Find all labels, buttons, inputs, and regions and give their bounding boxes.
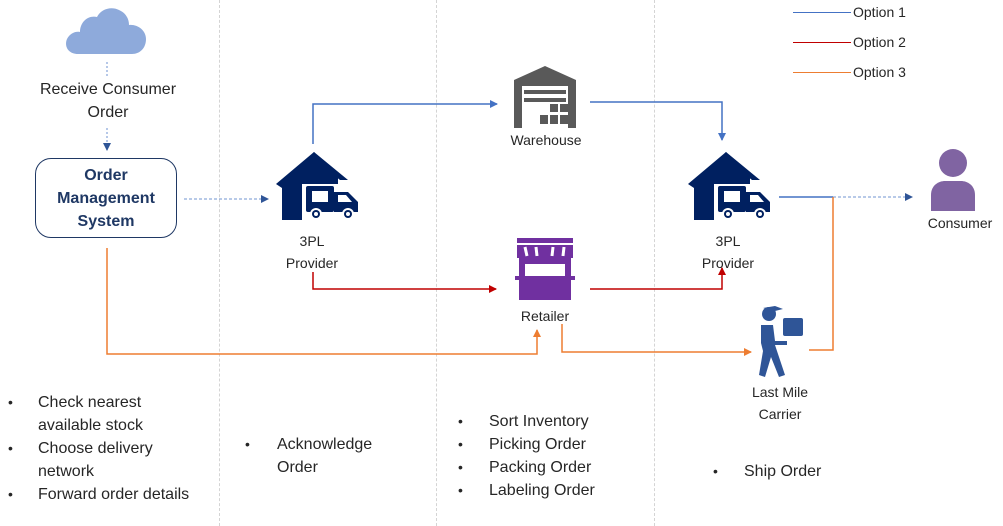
bullet: • (8, 486, 13, 502)
oms-tasks-list: • Check nearest available stock • Choose de… (8, 391, 218, 506)
last-mile-carrier-icon (759, 306, 803, 377)
bullet: • (8, 440, 13, 456)
option3-retailer-to-carrier (561, 324, 752, 356)
list-item: • Picking Order (458, 433, 648, 456)
legend-item-option-1: Option 1 (793, 4, 906, 20)
bullet-text: Picking Order (489, 436, 586, 453)
legend-line-option-2 (793, 41, 851, 43)
retailer-label: Retailer (520, 308, 570, 324)
list-item: • Choose delivery network (8, 437, 218, 483)
legend-label: Option 2 (853, 34, 906, 50)
carrier-line1: Last Mile (751, 384, 809, 400)
list-item: • Labeling Order (458, 479, 648, 502)
3pl-provider-label: 3PL Provider (262, 230, 362, 274)
list-item: • Packing Order (458, 456, 648, 479)
last-mile-carrier-label: Last Mile Carrier (730, 381, 830, 425)
oms-line2: Management (57, 189, 155, 207)
receive-order-line1: Receive Consumer (39, 81, 177, 98)
legend-label: Option 1 (853, 4, 906, 20)
oms-line3: System (77, 212, 135, 230)
retailer-storefront-icon (515, 238, 575, 300)
bullet: • (8, 394, 13, 410)
provider-line2: Provider (701, 255, 755, 271)
consumer-person-icon (931, 149, 975, 211)
bullet-text: Acknowledge (277, 436, 373, 453)
receive-order-line2: Order (87, 104, 129, 121)
bullet-text: Order (277, 459, 318, 476)
option1-warehouse-to-3pl (590, 101, 726, 141)
legend-label: Option 3 (853, 64, 906, 80)
bullet-text: Check nearest (38, 394, 142, 411)
bullet-text: Ship Order (744, 463, 822, 480)
bullet: • (458, 413, 463, 429)
warehouse-tasks-list: • Sort Inventory • Picking Order • Packing … (458, 410, 648, 502)
legend-item-option-3: Option 3 (793, 64, 906, 80)
cloud-icon (66, 8, 146, 54)
column-separator (654, 0, 655, 526)
oms-line1: Order (84, 166, 128, 184)
legend-line-option-1 (793, 11, 851, 13)
consumer-label: Consumer (927, 215, 993, 231)
bullet-text: available stock (38, 417, 143, 434)
option1-3pl-to-warehouse (312, 100, 498, 144)
3pl-provider-label: 3PL Provider (678, 230, 778, 274)
list-item: • Ship Order (713, 460, 893, 483)
bullet: • (458, 436, 463, 452)
bullet-text: network (38, 463, 95, 480)
bullet: • (458, 482, 463, 498)
warehouse-label: Warehouse (510, 132, 582, 148)
receive-order-label: Receive Consumer Order (20, 78, 196, 124)
provider-line1: 3PL (299, 233, 325, 249)
provider-line2: Provider (285, 255, 339, 271)
option2-3pl-to-retailer (312, 272, 497, 293)
legend-line-option-3 (793, 71, 851, 73)
bullet: • (458, 459, 463, 475)
column-separator (436, 0, 437, 526)
provider-line1: 3PL (715, 233, 741, 249)
3pl-provider-icon (276, 152, 358, 220)
legend-item-option-2: Option 2 (793, 34, 906, 50)
bullet-text: Choose delivery (38, 440, 153, 457)
list-item: • Forward order details (8, 483, 218, 506)
bullet: • (713, 463, 718, 479)
list-item: • Sort Inventory (458, 410, 648, 433)
bullet-text: Sort Inventory (489, 413, 589, 430)
bullet-text: Labeling Order (489, 482, 595, 499)
carrier-tasks-list: • Ship Order (713, 460, 893, 483)
bullet-text: Forward order details (38, 486, 190, 503)
bullet: • (245, 436, 250, 452)
column-separator (219, 0, 220, 526)
3pl-provider-icon (688, 152, 770, 220)
bullet-text: Packing Order (489, 459, 592, 476)
option3-oms-to-retailer (106, 248, 541, 355)
warehouse-icon (514, 66, 576, 128)
option2-retailer-to-3pl (590, 267, 726, 290)
order-management-system-box: Order Management System (35, 158, 177, 238)
carrier-line2: Carrier (758, 406, 802, 422)
list-item: • Check nearest available stock (8, 391, 218, 437)
option3-carrier-to-consumer (809, 197, 834, 351)
